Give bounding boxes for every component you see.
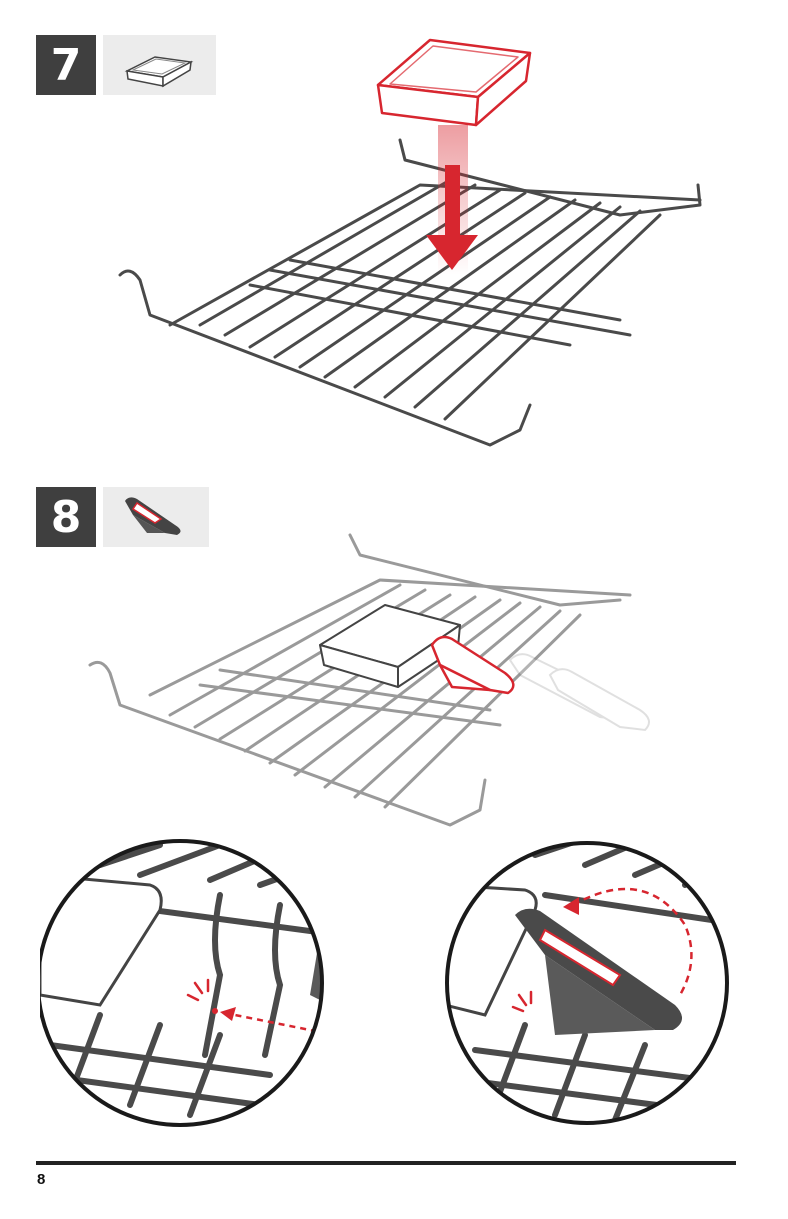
footer-rule	[36, 1161, 736, 1165]
step-8-number: 8	[51, 492, 82, 543]
step-7-illustration	[100, 35, 720, 455]
clip-detail	[310, 895, 423, 1085]
detail-circle-right	[445, 835, 745, 1135]
page-number: 8	[37, 1171, 45, 1188]
step-8-illustration	[80, 525, 650, 835]
detail-circle-left	[40, 835, 440, 1135]
step-7-badge: 7	[36, 35, 96, 95]
highlighted-tray	[378, 40, 530, 125]
step-7-number: 7	[51, 40, 82, 91]
grill-rack	[120, 140, 700, 445]
ghost-clip	[510, 654, 649, 730]
